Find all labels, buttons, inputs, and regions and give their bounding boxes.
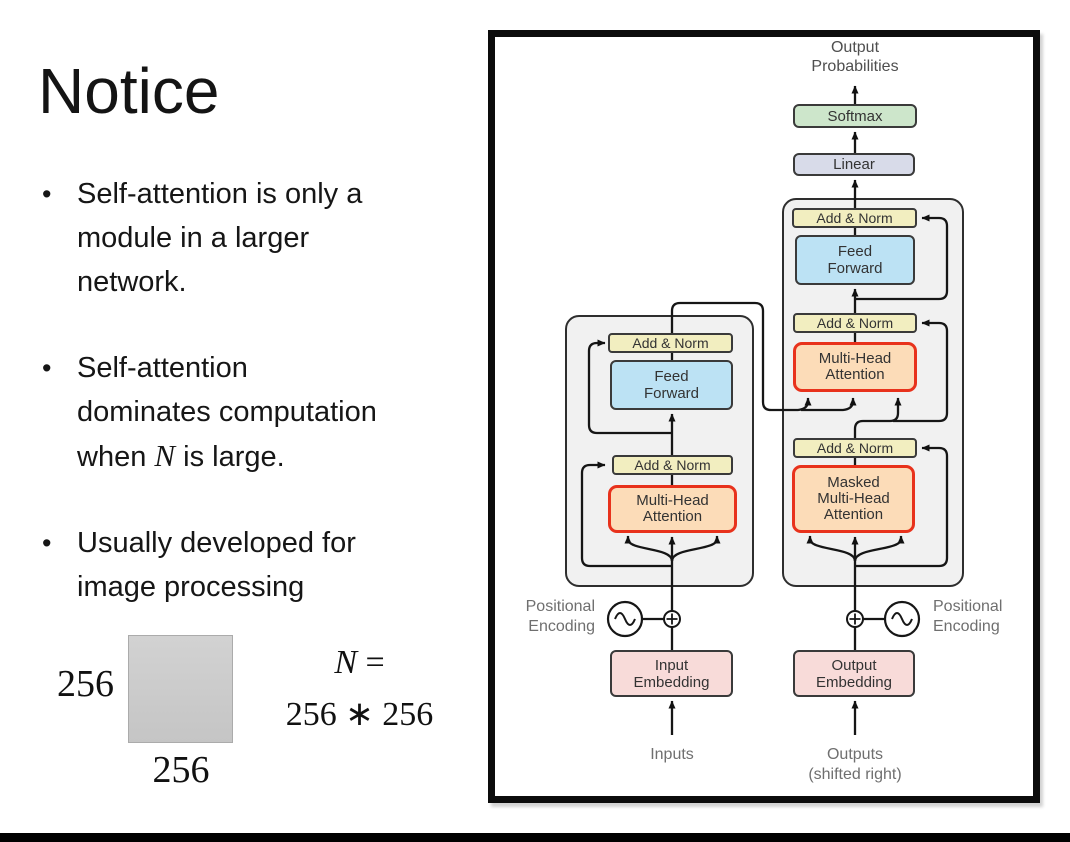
formula-line1: N = [262,644,457,682]
mha-line1: Multi-Head [818,350,892,367]
feed-forward-line2: Forward [827,260,883,277]
encoder-add-norm-low-box: Add & Norm [612,455,733,475]
bullet2-line3: when N is large. [77,434,478,479]
mha-line2: Attention [642,508,703,525]
positional-encoding-label-left: Positional Encoding [497,597,595,637]
output-embedding-box: Output Embedding [793,650,915,697]
feed-forward-line2: Forward [643,385,699,402]
positional-line2: Encoding [933,618,1000,635]
bullet1-line3: network. [77,266,187,298]
feed-forward-line1: Feed [837,243,873,260]
add-norm-label: Add & Norm [816,314,894,331]
linear-label: Linear [833,156,875,173]
bullet2-line3-pre: when [77,441,155,473]
positional-encoding-icon-right [883,600,921,638]
masked-mha-line2: Multi-Head [817,490,890,507]
formula-line2: 256 ∗ 256 [285,696,434,733]
bullet2-line2: dominates computation [77,396,377,428]
encoder-add-norm-top-box: Add & Norm [608,333,733,353]
add-icon-right [846,610,864,628]
output-probabilities-line1: Output [830,39,880,56]
output-embedding-line2: Embedding [816,673,892,691]
softmax-box: Softmax [793,104,917,128]
positional-encoding-label-right: Positional Encoding [933,597,1033,637]
positional-line1: Positional [933,598,1003,615]
gray-square [128,635,233,743]
add-norm-label: Add & Norm [816,439,894,456]
masked-multi-head-attention-box: Masked Multi-Head Attention [792,465,915,533]
outputs-line1: Outputs [826,746,884,763]
square-side-label: 256 [57,663,114,705]
positional-line2: Encoding [528,618,595,635]
outputs-label: Outputs (shifted right) [775,745,935,785]
input-embedding-line2: Embedding [633,673,710,691]
slide-title: Notice [38,55,220,127]
add-norm-label: Add & Norm [816,209,893,226]
transformer-diagram-frame: Output Probabilities Softmax Linear Add … [488,30,1040,803]
bullet-item-2: Self-attention dominates computation whe… [38,346,478,479]
bottom-bar [0,833,1070,842]
masked-mha-line1: Masked [827,474,880,491]
output-embedding-line1: Output [831,656,877,674]
encoder-feed-forward-box: Feed Forward [610,360,733,410]
transformer-diagram: Output Probabilities Softmax Linear Add … [495,37,1033,796]
bullet3-line1: Usually developed for [77,527,356,559]
softmax-label: Softmax [827,107,883,125]
decoder-multi-head-attention-box: Multi-Head Attention [793,342,917,392]
bullet2-line3-post: is large. [175,441,285,473]
positional-encoding-icon-left [606,600,644,638]
feed-forward-line1: Feed [654,368,689,385]
mha-line1: Multi-Head [636,492,709,509]
add-norm-label: Add & Norm [634,456,711,473]
connection-lines [580,85,949,735]
output-probabilities-line2: Probabilities [811,58,899,75]
positional-line1: Positional [525,598,595,615]
bullet2-line1: Self-attention [77,352,248,384]
math-symbol-n: N [154,438,176,473]
add-icon-left [663,610,681,628]
bullet-item-1: Self-attention is only a module in a lar… [38,172,478,304]
bullet-item-3: Usually developed for image processing [38,521,478,609]
decoder-add-norm-top-box: Add & Norm [792,208,917,228]
decoder-add-norm-low-box: Add & Norm [793,438,917,458]
decoder-feed-forward-box: Feed Forward [795,235,915,285]
masked-mha-line3: Attention [823,506,884,523]
decoder-add-norm-mid-box: Add & Norm [793,313,917,333]
output-probabilities-label: Output Probabilities [790,38,920,76]
n-formula: N = 256 ∗ 256 [262,644,457,734]
formula-equals: = [357,644,385,681]
add-norm-label: Add & Norm [632,334,709,351]
bullet3-line2: image processing [77,571,305,603]
formula-n: N [334,644,357,681]
bullet1-line1: Self-attention is only a [77,178,363,210]
inputs-label: Inputs [650,746,694,763]
input-embedding-box: Input Embedding [610,650,733,697]
input-embedding-line1: Input [654,656,689,674]
outputs-line2: (shifted right) [808,766,902,783]
mha-line2: Attention [825,366,885,383]
bullet-list: Self-attention is only a module in a lar… [38,172,478,651]
square-bottom-label: 256 [152,749,210,791]
encoder-multi-head-attention-box: Multi-Head Attention [608,485,737,533]
bullet1-line2: module in a larger [77,222,310,254]
linear-box: Linear [793,153,915,176]
